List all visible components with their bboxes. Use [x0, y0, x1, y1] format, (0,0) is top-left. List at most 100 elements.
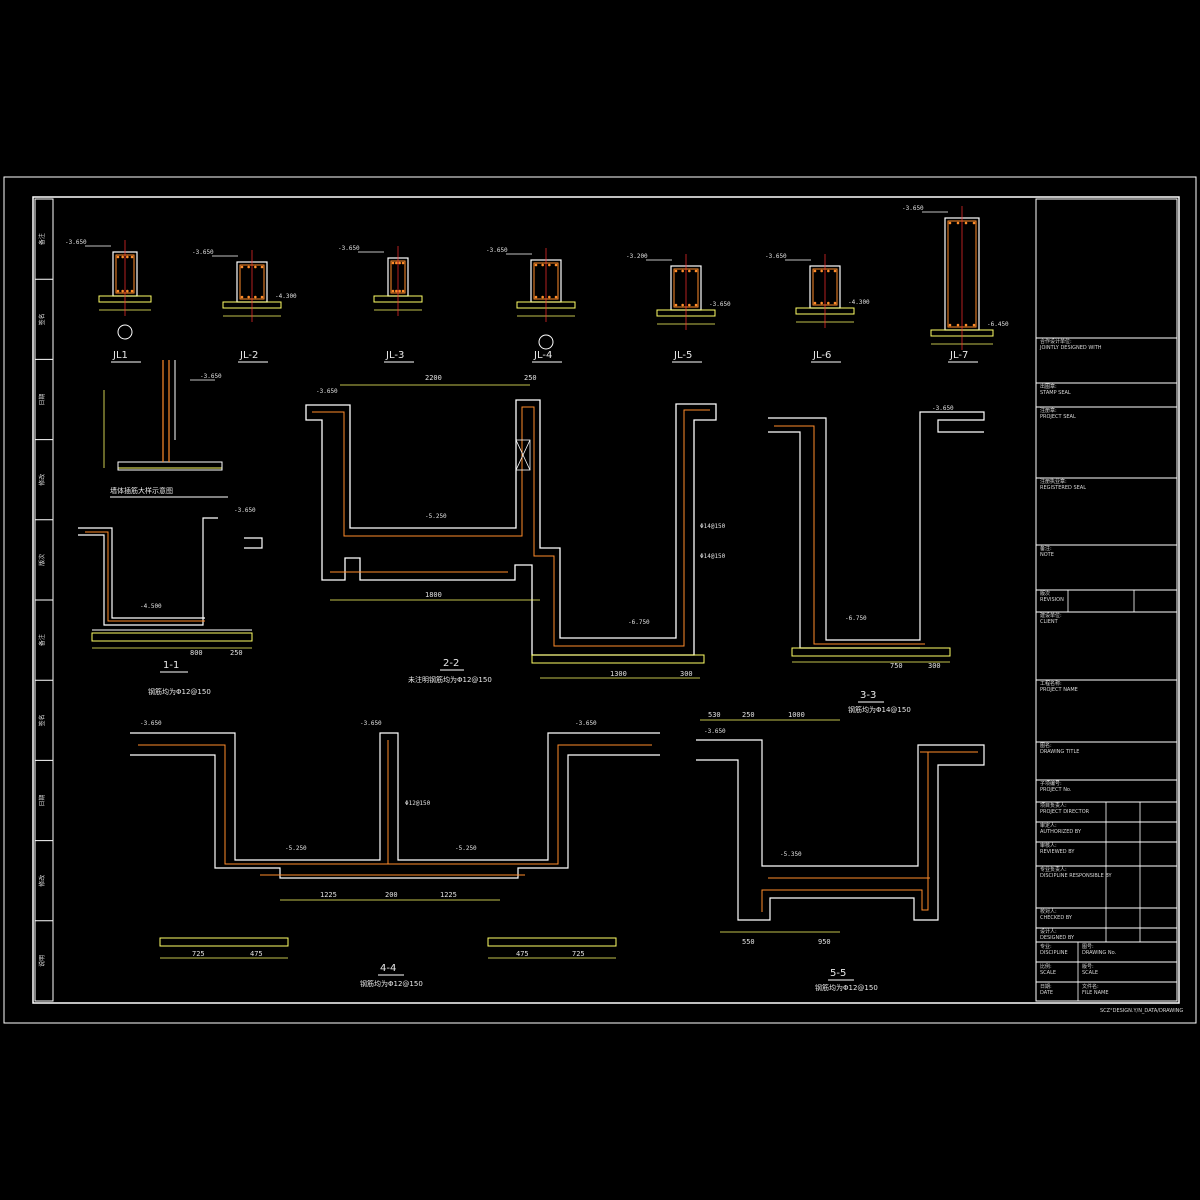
outer-frame	[3, 176, 1197, 1024]
svg-text:-5.250: -5.250	[425, 513, 447, 520]
svg-text:2200: 2200	[425, 374, 442, 382]
tb-label-en: CHECKED BY	[1040, 915, 1073, 921]
beam-jl6: JL-6 -3.650 -4.300	[765, 253, 870, 363]
tb-label-cn: 建设单位:	[1040, 612, 1062, 619]
svg-text:-5.250: -5.250	[285, 845, 307, 852]
svg-text:-4.300: -4.300	[848, 299, 870, 306]
svg-text:-3.650: -3.650	[932, 405, 954, 412]
strip-label: 日期	[38, 393, 46, 405]
section-1-1-note: 钢筋均为Φ12@150	[148, 687, 211, 696]
svg-text:550: 550	[742, 938, 755, 946]
svg-text:950: 950	[818, 938, 831, 946]
section-3-3-note: 钢筋均为Φ14@150	[848, 705, 911, 714]
svg-text:图号:: 图号:	[1082, 944, 1094, 950]
jl5-title: JL-5	[673, 350, 692, 361]
svg-text:200: 200	[385, 891, 398, 899]
jl6-title: JL-6	[812, 350, 831, 361]
tb-label-cn: 备注:	[1040, 545, 1052, 552]
tb-label-cn: 子项编号:	[1040, 780, 1062, 787]
jl-sections: JL1-3.650JL-2-3.650-4.300JL-3-3.650JL-4-…	[65, 205, 1009, 363]
svg-text:-4.300: -4.300	[275, 293, 297, 300]
svg-text:DISCIPLINE: DISCIPLINE	[1040, 950, 1068, 956]
section-2-2-note: 未注明钢筋均为Φ12@150	[408, 675, 492, 684]
section-3-3: 750 300 -3.650 -6.750 3-3 钢筋均为Φ14@150	[768, 405, 985, 714]
beam-jl1: JL1-3.650	[65, 239, 152, 363]
tb-label-en: JOINTLY DESIGNED WITH	[1039, 345, 1102, 351]
svg-text:Φ14@150: Φ14@150	[700, 523, 726, 530]
beam-jl5: JL-5-3.200-3.650	[626, 253, 731, 363]
beam-jl3: JL-3 -3.650	[338, 245, 423, 363]
svg-text:-3.650: -3.650	[200, 373, 222, 380]
svg-text:725: 725	[192, 950, 205, 958]
jl3-title: JL-3	[385, 350, 404, 361]
svg-text:-3.650: -3.650	[140, 720, 162, 727]
tb-label-en: NOTE	[1040, 552, 1054, 558]
tb-label-cn: 专业负责人:	[1040, 866, 1067, 873]
svg-text:日期:: 日期:	[1040, 984, 1052, 990]
tb-label-cn: 工程名称:	[1040, 680, 1062, 687]
section-2-2: 2200 250 1800 1300 300 -3.650 -5.250 -6.…	[305, 374, 726, 684]
tb-label-en: DISCIPLINE RESPONSIBLE BY	[1040, 873, 1112, 879]
svg-text:-3.650: -3.650	[65, 239, 87, 246]
svg-text:-3.650: -3.650	[575, 720, 597, 727]
tb-label-en: PROJECT DIRECTOR	[1040, 809, 1090, 815]
jl7-title: JL-7	[949, 350, 968, 361]
beam-jl7: JL-7 -3.650 -6.450	[902, 205, 1009, 363]
tb-label-cn: 注册执业章:	[1040, 478, 1067, 485]
svg-text:Φ14@150: Φ14@150	[700, 553, 726, 560]
svg-text:750: 750	[890, 662, 903, 670]
strip-label: 备注	[38, 233, 46, 245]
svg-text:1225: 1225	[440, 891, 457, 899]
section-4-4-note: 钢筋均为Φ12@150	[360, 979, 423, 988]
tb-label-en: AUTHORIZED BY	[1040, 829, 1082, 835]
tb-label-cn: 审核人:	[1040, 842, 1057, 849]
section-1-1-title: 1-1	[163, 660, 179, 671]
jl2-title: JL-2	[239, 350, 258, 361]
svg-text:-6.750: -6.750	[628, 619, 650, 626]
strip-label: 日期	[38, 794, 46, 806]
svg-text:250: 250	[524, 374, 537, 382]
strip-label: 修改	[38, 474, 46, 486]
svg-text:-3.650: -3.650	[360, 720, 382, 727]
beam-jl4: JL-4-3.650	[486, 247, 576, 363]
svg-text:-3.650: -3.650	[704, 728, 726, 735]
svg-text:比例:: 比例:	[1040, 963, 1052, 970]
section-4-4: 1225 200 1225 725 475 475 725 -3.650 -5.…	[130, 720, 660, 988]
svg-text:SCALE: SCALE	[1082, 970, 1098, 976]
tb-label-cn: 设计人:	[1040, 928, 1057, 935]
svg-text:800: 800	[190, 649, 203, 657]
tb-label-cn: 合作设计单位:	[1040, 338, 1072, 345]
section-4-4-title: 4-4	[380, 963, 396, 974]
svg-text:-3.650: -3.650	[486, 247, 508, 254]
tb-label-en: CLIENT	[1040, 619, 1059, 625]
svg-text:1300: 1300	[610, 670, 627, 678]
svg-text:-3.200: -3.200	[626, 253, 648, 260]
tb-label-cn: 出图章:	[1040, 383, 1057, 390]
svg-text:-3.650: -3.650	[234, 507, 256, 514]
section-2-2-title: 2-2	[443, 658, 459, 669]
strip-label: 修改	[38, 875, 46, 887]
tb-label-cn: 注册章:	[1040, 407, 1057, 414]
strip-label: 签名	[38, 714, 46, 726]
svg-text:530: 530	[708, 711, 721, 719]
tb-label-en: REVISION	[1040, 597, 1064, 603]
tb-label-cn: 校对人:	[1040, 908, 1057, 915]
beam-jl2: JL-2-3.650-4.300	[192, 249, 297, 363]
svg-text:-4.500: -4.500	[140, 603, 162, 610]
tb-label-en: PROJECT SEAL	[1040, 414, 1076, 420]
tb-label-en: STAMP SEAL	[1040, 390, 1071, 396]
footer-path: SCZ°DESIGN.Y/N_DATA/DRAWING	[1100, 1008, 1183, 1014]
section-5-5-note: 钢筋均为Φ12@150	[815, 983, 878, 992]
section-1-1: 800 250 -3.650 -4.500 1-1 钢筋均为Φ12@150	[78, 507, 263, 696]
svg-text:250: 250	[230, 649, 243, 657]
title-block: 合作设计单位:JOINTLY DESIGNED WITH 出图章:STAMP SE…	[1035, 198, 1183, 1014]
svg-text:300: 300	[680, 670, 693, 678]
svg-text:-3.650: -3.650	[902, 205, 924, 212]
svg-text:1800: 1800	[425, 591, 442, 599]
svg-text:-3.650: -3.650	[338, 245, 360, 252]
svg-text:-3.650: -3.650	[765, 253, 787, 260]
svg-text:-6.450: -6.450	[987, 321, 1009, 328]
svg-text:专业:: 专业:	[1040, 943, 1052, 950]
strip-label: 说明	[38, 955, 46, 967]
